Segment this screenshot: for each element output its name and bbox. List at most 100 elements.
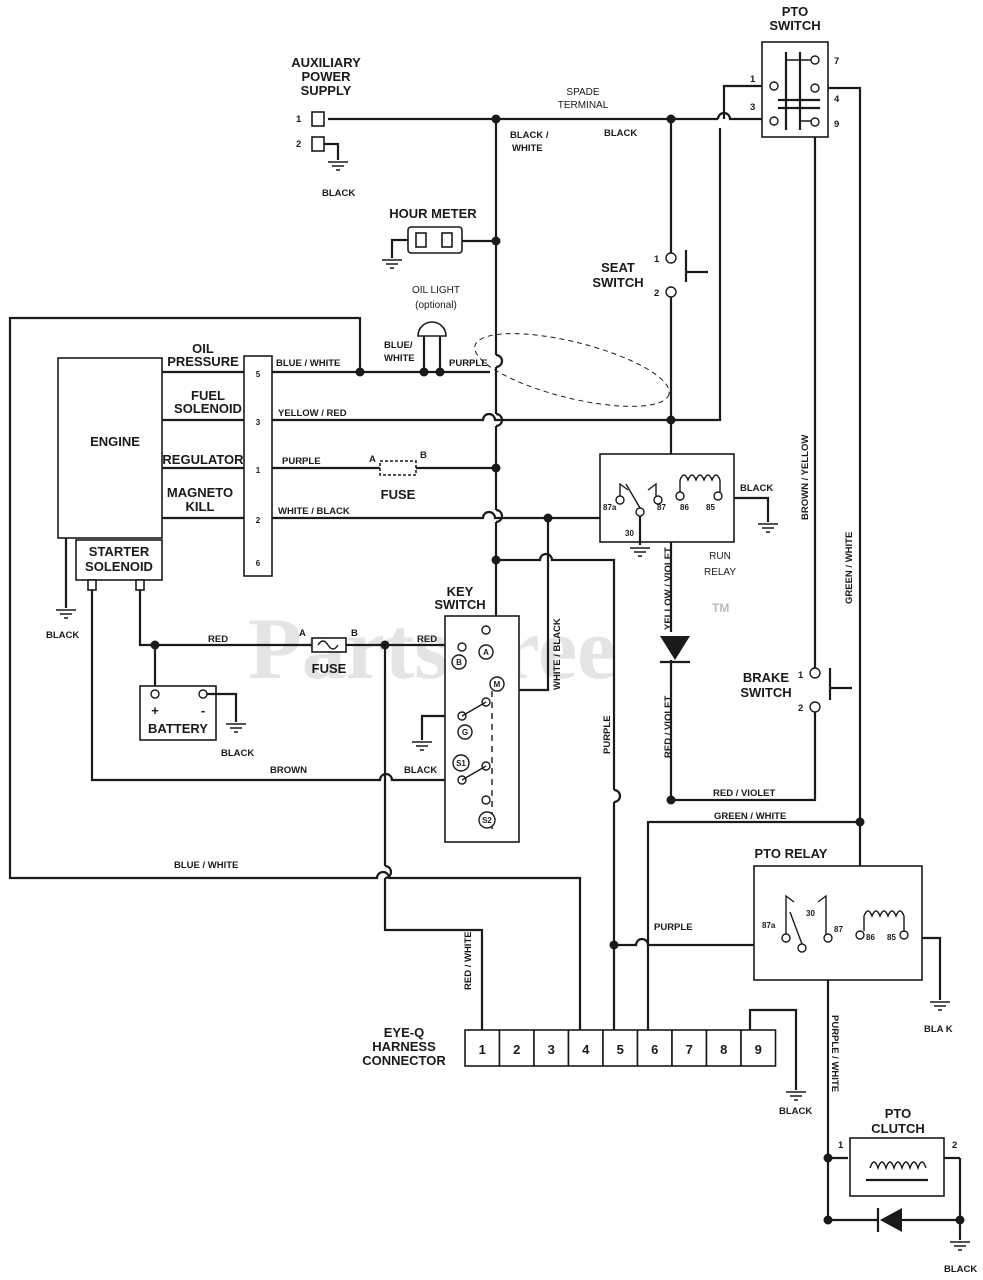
- pto-clutch-title-2: CLUTCH: [871, 1121, 924, 1136]
- wl-red-key: RED: [417, 634, 437, 645]
- regulator-label: REGULATOR: [162, 452, 244, 467]
- fuse2-b: B: [351, 628, 358, 639]
- brake-switch-title-2: SWITCH: [740, 685, 791, 700]
- wl-green-white-h: GREEN / WHITE: [714, 811, 786, 822]
- aux-title-2: POWER: [301, 69, 351, 84]
- battery-title: BATTERY: [148, 721, 208, 736]
- conn-pin-3: 3: [256, 418, 261, 427]
- starter-solenoid-body: [75, 539, 163, 581]
- seat-switch-title-1: SEAT: [601, 260, 635, 275]
- pto-relay: PTO RELAY 87a 30 87 86 85 BLA K: [753, 846, 953, 1035]
- key-switch-title-2: SWITCH: [434, 597, 485, 612]
- junction-dots: [150, 114, 965, 1225]
- fuel-solenoid-2: SOLENOID: [174, 401, 242, 416]
- run-relay-ground: BLACK: [740, 483, 773, 494]
- fuse-regulator: A B FUSE: [369, 450, 427, 502]
- run-relay-title-1: RUN: [709, 551, 731, 562]
- wl-purple-pto: PURPLE: [654, 922, 693, 933]
- diode-seat: [660, 636, 690, 664]
- hour-meter-title: HOUR METER: [389, 206, 477, 221]
- battery-minus: -: [201, 703, 205, 718]
- pto-clutch-title-1: PTO: [885, 1106, 912, 1121]
- aux-title-1: AUXILIARY: [291, 55, 361, 70]
- aux-power-supply: AUXILIARY POWER SUPPLY 1 2 BLACK: [291, 55, 361, 199]
- wire-labels: BLACK / WHITE BLACK BLUE / WHITE BLUE/ W…: [174, 128, 855, 1092]
- key-term-g: G: [462, 728, 468, 737]
- wl-yellow-violet: YELLOW / VIOLET: [663, 547, 674, 630]
- wl-blue-white-light-2: WHITE: [384, 353, 415, 364]
- engine-body: [57, 357, 163, 539]
- harness-pin-label: 6: [651, 1042, 658, 1057]
- wl-black-white-top-2: WHITE: [512, 143, 543, 154]
- aux-pin2-label: 2: [296, 139, 301, 150]
- harness-pin-cell: [636, 1029, 673, 1067]
- aux-pin1-label: 1: [296, 114, 302, 125]
- seat-switch-p2: 2: [654, 288, 659, 299]
- oil-light: OIL LIGHT (optional): [412, 285, 460, 337]
- harness-pin-label: 2: [513, 1042, 520, 1057]
- pto-switch-p1: 1: [750, 74, 756, 85]
- wl-red-violet-h: RED / VIOLET: [713, 788, 775, 799]
- harness-pin-cell: [567, 1029, 604, 1067]
- wl-blue-white-oil: BLUE / WHITE: [276, 358, 340, 369]
- key-term-a: A: [483, 648, 489, 657]
- fuel-solenoid-1: FUEL: [191, 388, 225, 403]
- dashed-annotation: [474, 333, 670, 407]
- harness-pin-label: 9: [755, 1042, 762, 1057]
- spade-label-1: SPADE: [566, 87, 599, 98]
- wl-purple-white: PURPLE / WHITE: [829, 1015, 840, 1092]
- fuse1-a: A: [369, 454, 376, 465]
- fuse1-title: FUSE: [381, 487, 416, 502]
- oil-light-label-2: (optional): [415, 300, 457, 311]
- conn-pin-5: 5: [256, 370, 261, 379]
- pto-switch-title-1: PTO: [782, 4, 809, 19]
- harness-pin-cell: [740, 1029, 777, 1067]
- wl-blue-white-bottom: BLUE / WHITE: [174, 860, 238, 871]
- starter-title-2: SOLENOID: [85, 559, 153, 574]
- magneto-2: KILL: [186, 499, 215, 514]
- watermark-tm: TM: [712, 601, 729, 615]
- engine-connector-body: [243, 355, 273, 577]
- run-relay-87a: 87a: [603, 503, 617, 512]
- fuse-regulator-body: [379, 460, 417, 476]
- pto-relay-87a: 87a: [762, 921, 776, 930]
- harness-pin-cell: [533, 1029, 570, 1067]
- fuse2-title: FUSE: [312, 661, 347, 676]
- wl-brown-yellow: BROWN / YELLOW: [800, 435, 811, 520]
- run-relay-85: 85: [706, 503, 715, 512]
- aux-pin2-terminal: [311, 136, 325, 152]
- engine-ground-label: BLACK: [46, 630, 79, 641]
- harness-ground: BLACK: [779, 1106, 812, 1117]
- key-switch: KEY SWITCH A B M G S1 S2 BLACK: [404, 584, 520, 843]
- wl-green-white-vert: GREEN / WHITE: [844, 532, 855, 604]
- run-relay-87: 87: [657, 503, 666, 512]
- battery-plus: +: [151, 703, 159, 718]
- key-ground: BLACK: [404, 765, 437, 776]
- harness-pin-cell: [498, 1029, 535, 1067]
- harness-pin-label: 4: [582, 1042, 590, 1057]
- aux-ground-label: BLACK: [322, 188, 355, 199]
- engine: ENGINE STARTER SOLENOID BLACK OIL PRESSU…: [46, 341, 244, 641]
- hour-meter: HOUR METER: [382, 206, 477, 269]
- oil-light-label-1: OIL LIGHT: [412, 285, 460, 296]
- wl-purple-vert: PURPLE: [602, 715, 613, 754]
- run-relay-title-2: RELAY: [704, 567, 736, 578]
- aux-pin1-terminal: [311, 111, 325, 127]
- pto-relay-30: 30: [806, 909, 815, 918]
- pto-relay-87: 87: [834, 925, 843, 934]
- pto-switch-p3: 3: [750, 102, 755, 113]
- wl-blue-white-light-1: BLUE/: [384, 340, 413, 351]
- pto-switch-p9: 9: [834, 119, 839, 130]
- wl-red-batt: RED: [208, 634, 228, 645]
- brake-switch: BRAKE SWITCH 1 2: [740, 667, 852, 714]
- seat-switch-p1: 1: [654, 254, 660, 265]
- oil-pressure-2: PRESSURE: [167, 354, 239, 369]
- brake-switch-title-1: BRAKE: [743, 670, 790, 685]
- harness-title-3: CONNECTOR: [362, 1053, 446, 1068]
- wl-white-black-vert: WHITE / BLACK: [552, 618, 563, 690]
- harness-title-2: HARNESS: [372, 1039, 436, 1054]
- seat-switch-title-2: SWITCH: [592, 275, 643, 290]
- pto-switch-p7: 7: [834, 56, 839, 67]
